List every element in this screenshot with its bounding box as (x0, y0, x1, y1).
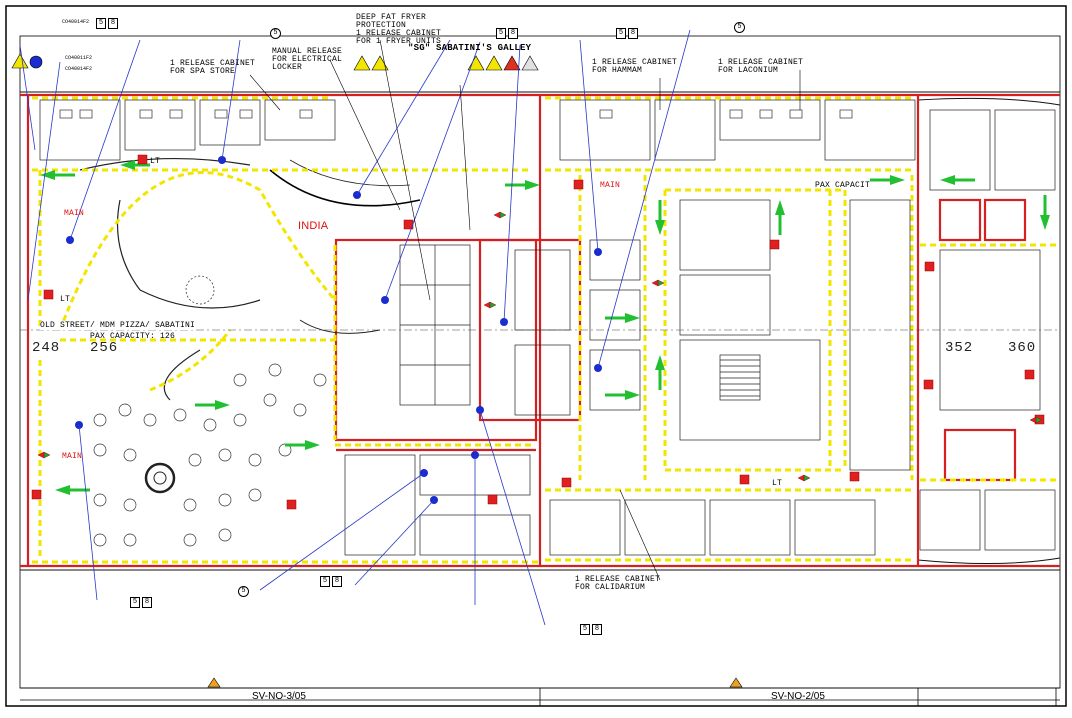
main-tag: MAIN (600, 181, 621, 190)
box-number: 5 (96, 18, 106, 29)
label-galley: "SG" SABATINI'S GALLEY (408, 43, 532, 53)
valve-markers (37, 211, 1043, 482)
escape-routes (32, 96, 1058, 564)
restaurant-furniture (59, 109, 853, 547)
note-leaders (249, 39, 801, 581)
hull-outline (20, 91, 1061, 571)
hazard-symbols (11, 53, 743, 688)
box-number: 5 (320, 576, 330, 587)
lt-tag: LT (772, 479, 783, 488)
code-tag: CO40014F2 (65, 66, 93, 72)
label-pax-capacity: PAX CAPACITY: 126 (90, 332, 176, 341)
box-number: 8 (592, 624, 602, 635)
reference-circle: 5 (734, 22, 745, 33)
box-number: 8 (108, 18, 118, 29)
label-hammam: 1 RELEASE CABINET FOR HAMMAM (592, 58, 678, 75)
frame-number-352: 352 (945, 340, 974, 356)
label-calidarium: 1 RELEASE CABINET FOR CALIDARIUM (575, 575, 661, 592)
box-number: 5 (130, 597, 140, 608)
frame-number-360: 360 (1008, 340, 1037, 356)
escape-arrow-shafts (55, 163, 1047, 492)
sheet-border (5, 5, 1067, 707)
main-tag: MAIN (64, 209, 85, 218)
escape-arrows (40, 160, 1050, 495)
label-fryer-protection: DEEP FAT FRYER PROTECTION 1 RELEASE CABI… (356, 13, 442, 46)
label-spa-store: 1 RELEASE CABINET FOR SPA STORE (170, 59, 256, 76)
lt-tag: LT (150, 157, 161, 166)
leader-lines (19, 29, 691, 626)
label-pax-capacity-spa: PAX CAPACIT (815, 181, 871, 190)
box-number: 5 (580, 624, 590, 635)
box-number: 8 (628, 28, 638, 39)
label-electrical-locker: MANUAL RELEASE FOR ELECTRICAL LOCKER (272, 47, 343, 72)
main-tag: MAIN (62, 452, 83, 461)
box-number: 5 (616, 28, 626, 39)
interior-partitions (39, 99, 1056, 556)
sheet-reference: SV-NO-3/05 (252, 691, 306, 702)
box-number: 8 (142, 597, 152, 608)
label-india: INDIA (298, 220, 329, 232)
frame-number-256: 256 (90, 340, 119, 356)
frame-number-248: 248 (32, 340, 61, 356)
reference-circle: 5 (238, 586, 249, 597)
reference-circle: 5 (270, 28, 281, 39)
code-tag: CO40014F2 (62, 19, 90, 25)
label-pizza-venue: OLD STREET/ MDM PIZZA/ SABATINI (40, 321, 196, 330)
code-tag: CO40011F2 (65, 55, 93, 61)
box-number: 8 (508, 28, 518, 39)
fire-boundaries (20, 93, 1060, 568)
label-laconium: 1 RELEASE CABINET FOR LACONIUM (718, 58, 804, 75)
sheet-reference: SV-NO-2/05 (771, 691, 825, 702)
box-number: 8 (332, 576, 342, 587)
box-number: 5 (496, 28, 506, 39)
fire-equipment-markers (31, 154, 1045, 510)
lt-tag: LT (60, 295, 71, 304)
